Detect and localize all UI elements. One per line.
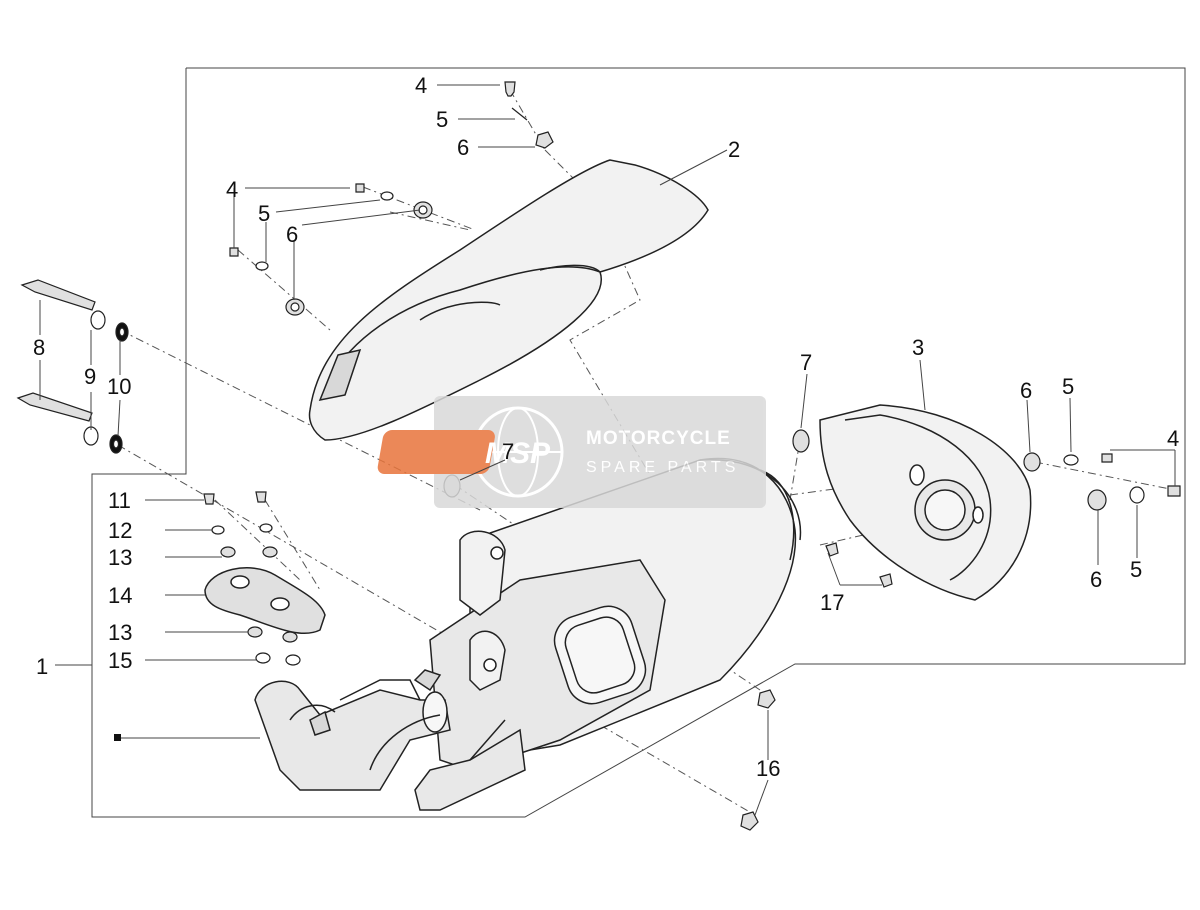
callout-14: 14 [108, 583, 132, 608]
callout-3: 3 [912, 335, 924, 360]
callout-2: 2 [728, 137, 740, 162]
callout-5: 5 [258, 201, 270, 226]
callout-leaders [39, 84, 1176, 816]
exhaust-pipe-part [254, 669, 451, 791]
callout-4: 4 [1167, 426, 1179, 451]
callout-17: 17 [820, 590, 844, 615]
watermark-logo: MSP [485, 437, 551, 470]
callout-15: 15 [108, 648, 132, 673]
callout-5: 5 [1130, 557, 1142, 582]
watermark-title: MOTORCYCLE [586, 428, 731, 449]
fasteners [16, 81, 1181, 831]
callout-8: 8 [33, 335, 45, 360]
heat-shield-part [308, 159, 709, 441]
assembly-marker [114, 734, 121, 741]
end-cap-part [819, 404, 1032, 601]
callout-6: 6 [1090, 567, 1102, 592]
callout-5: 5 [1062, 374, 1074, 399]
watermark-background [434, 396, 766, 508]
callout-16: 16 [756, 756, 780, 781]
watermark: MSP MOTORCYCLE SPARE PARTS [377, 396, 766, 508]
callout-13: 13 [108, 545, 132, 570]
callout-11: 11 [108, 488, 131, 513]
watermark-subtitle: SPARE PARTS [586, 459, 739, 476]
callout-7: 7 [502, 439, 514, 464]
callout-1: 1 [36, 654, 48, 679]
muffler-body-part [414, 457, 802, 811]
pipe-heat-shield-part [204, 567, 326, 634]
callout-6: 6 [286, 222, 298, 247]
callout-6: 6 [1020, 378, 1032, 403]
callout-labels: 4 5 6 2 4 5 6 8 9 10 3 7 6 5 4 7 6 5 17 … [33, 73, 1179, 781]
callout-10: 10 [107, 374, 131, 399]
assembly-frame [91, 67, 1186, 818]
callout-6: 6 [457, 135, 469, 160]
callout-5: 5 [436, 107, 448, 132]
callout-12: 12 [108, 518, 132, 543]
callout-9: 9 [84, 364, 96, 389]
callout-4: 4 [415, 73, 427, 98]
watermark-logo-badge [377, 430, 495, 474]
callout-13: 13 [108, 620, 132, 645]
callout-4: 4 [226, 177, 238, 202]
callout-7: 7 [800, 350, 812, 375]
